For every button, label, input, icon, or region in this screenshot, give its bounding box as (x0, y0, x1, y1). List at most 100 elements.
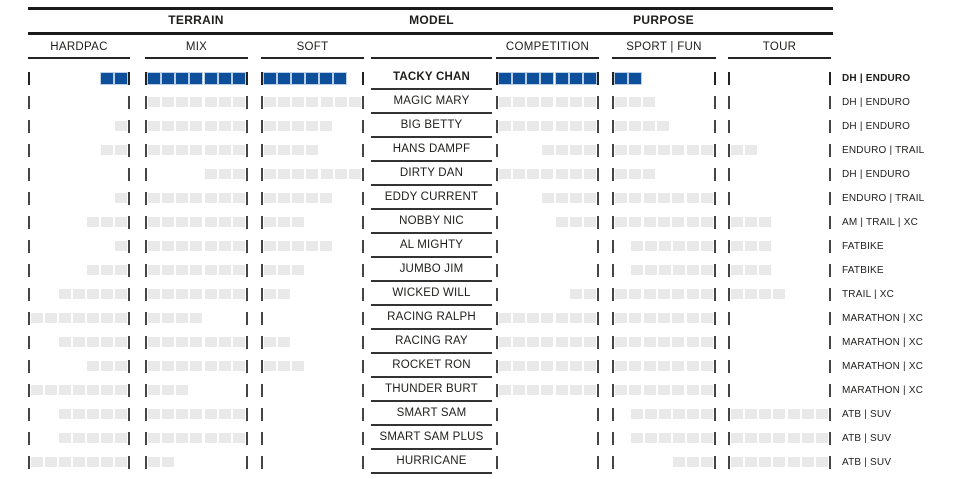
rating-segments (30, 361, 128, 371)
rating-segment (218, 361, 231, 371)
rating-track-competition (496, 330, 599, 354)
rating-track-soft (261, 210, 364, 234)
rating-segment (292, 97, 305, 107)
track-bar (246, 311, 248, 325)
track-bar (246, 431, 248, 445)
rating-segment (190, 121, 203, 131)
rating-segment (513, 72, 526, 84)
rating-segment (176, 145, 189, 155)
rating-segments (147, 289, 246, 299)
rating-segments (498, 361, 597, 371)
rating-segment (687, 433, 699, 443)
rating-track-tour (728, 378, 831, 402)
rating-segments (614, 289, 714, 299)
rating-track-mix (145, 354, 248, 378)
model-name: HANS DAMPF (371, 138, 492, 162)
rating-segment (278, 241, 290, 251)
model-name: WICKED WILL (371, 282, 492, 306)
rating-segments (263, 145, 362, 155)
track-bar (28, 71, 30, 85)
track-bar (261, 383, 263, 397)
rating-segment (701, 265, 713, 275)
category-label: ENDURO | TRAIL (842, 144, 925, 156)
track-bar (128, 383, 130, 397)
rating-segment (583, 169, 596, 179)
rating-segments (147, 361, 246, 371)
rating-segments (30, 265, 128, 275)
rating-segment (232, 289, 245, 299)
track-bar (362, 191, 364, 205)
rating-segments (614, 337, 714, 347)
rating-segment (278, 169, 291, 179)
rating-segment (643, 313, 656, 323)
track-bar (28, 359, 30, 373)
rating-segment (204, 97, 217, 107)
rating-segment (672, 313, 685, 323)
rating-segment (700, 145, 713, 155)
rating-segment (176, 265, 189, 275)
track-bar (145, 239, 147, 253)
rating-segments (263, 72, 362, 84)
rating-segment (292, 193, 304, 203)
track-bar (597, 263, 599, 277)
rating-segments (263, 361, 362, 371)
track-bar (714, 239, 716, 253)
rating-segment (643, 97, 655, 107)
rating-segment (101, 409, 113, 419)
rating-segment (306, 72, 318, 84)
rating-segment (659, 433, 671, 443)
rating-segment (73, 289, 85, 299)
rating-segment (87, 433, 99, 443)
rating-segments (730, 409, 829, 419)
track-bar (145, 215, 147, 229)
rating-segment (148, 265, 160, 275)
rating-track-competition (496, 234, 599, 258)
rating-segment (87, 265, 99, 275)
track-bar (597, 311, 599, 325)
category-label: TRAIL | XC (842, 288, 895, 300)
track-bar (714, 287, 716, 301)
track-bar (28, 311, 30, 325)
rating-segment (615, 217, 627, 227)
rating-segment (162, 289, 175, 299)
rating-track-competition (496, 354, 599, 378)
rating-segment (541, 337, 554, 347)
track-bar (28, 239, 30, 253)
rating-segment (615, 385, 627, 395)
track-bar (728, 215, 730, 229)
rating-segments (30, 313, 128, 323)
rating-segment (320, 241, 332, 251)
track-bar (496, 455, 498, 469)
rating-track-tour (728, 330, 831, 354)
rating-segment (615, 169, 627, 179)
rating-segment (204, 361, 217, 371)
rating-segment (278, 361, 290, 371)
rating-segment (700, 361, 713, 371)
category-label: DH | ENDURO (842, 96, 911, 108)
rating-segment (801, 433, 814, 443)
rating-segment (306, 193, 318, 203)
rating-segment (148, 361, 160, 371)
track-bar (728, 407, 730, 421)
rating-segment (115, 313, 127, 323)
rating-segment (643, 193, 656, 203)
track-bar (362, 263, 364, 277)
rating-segments (263, 193, 362, 203)
track-bar (728, 95, 730, 109)
rating-segment (264, 217, 276, 227)
rating-track-hardpac (28, 162, 130, 186)
track-bar (612, 263, 614, 277)
rating-segment (115, 337, 127, 347)
rating-segment (148, 433, 160, 443)
rating-track-mix (145, 330, 248, 354)
rating-segment (292, 169, 305, 179)
rating-segment (232, 217, 245, 227)
rating-segment (115, 193, 127, 203)
track-bar (714, 263, 716, 277)
rating-segments (614, 385, 714, 395)
rating-track-competition (496, 378, 599, 402)
rating-track-soft (261, 186, 364, 210)
